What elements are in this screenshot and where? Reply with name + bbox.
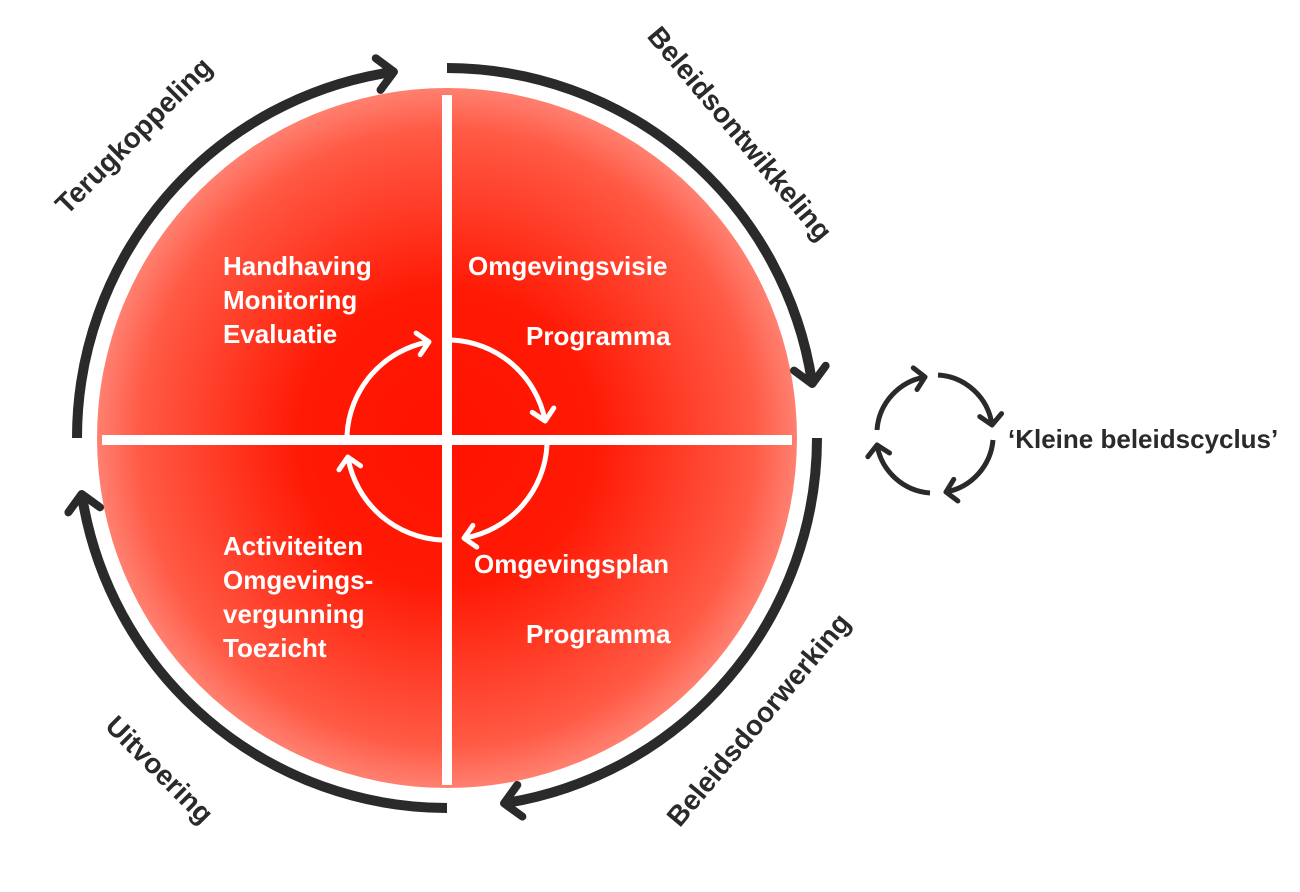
inner-arc-3 (336, 454, 443, 543)
quadrant-text: Omgevingsvisie (468, 251, 668, 281)
quadrant-text: vergunning (223, 599, 365, 629)
quadrant-text: Omgevings- (223, 565, 374, 595)
horizontal-divider (102, 435, 792, 445)
quadrant-text: Programma (526, 321, 671, 351)
quadrant-text: Activiteiten (223, 531, 364, 561)
arrow-arc-terugkoppeling (72, 54, 398, 439)
quadrant-top-left: Handhaving Monitoring Evaluatie (223, 249, 372, 351)
arrow-arc-beleidsdoorwerking (500, 437, 822, 821)
arrow-arc-beleidsontwikkeling (446, 63, 830, 388)
inner-arc-4 (344, 330, 432, 436)
quadrant-text: Handhaving (223, 251, 372, 281)
small-cycle-label: ‘Kleine beleidscyclus’ (1008, 424, 1279, 454)
quadrant-text: Programma (526, 619, 671, 649)
quadrant-text: Monitoring (223, 285, 358, 315)
quadrant-top-right: Omgevingsvisie Programma (468, 249, 671, 353)
quadrant-bottom-right: Omgevingsplan Programma (474, 547, 671, 651)
quadrant-bottom-left: Activiteiten Omgevings- vergunning Toezi… (223, 529, 373, 665)
arrow-arc-uitvoering (64, 490, 448, 813)
inner-arc-1 (451, 337, 557, 424)
inner-arc-2 (461, 444, 550, 550)
quadrant-text: Omgevingsplan (474, 549, 670, 579)
small-cycle-icon (865, 365, 1005, 504)
quadrant-text: Toezicht (223, 633, 327, 663)
quadrant-text: Evaluatie (223, 319, 338, 349)
